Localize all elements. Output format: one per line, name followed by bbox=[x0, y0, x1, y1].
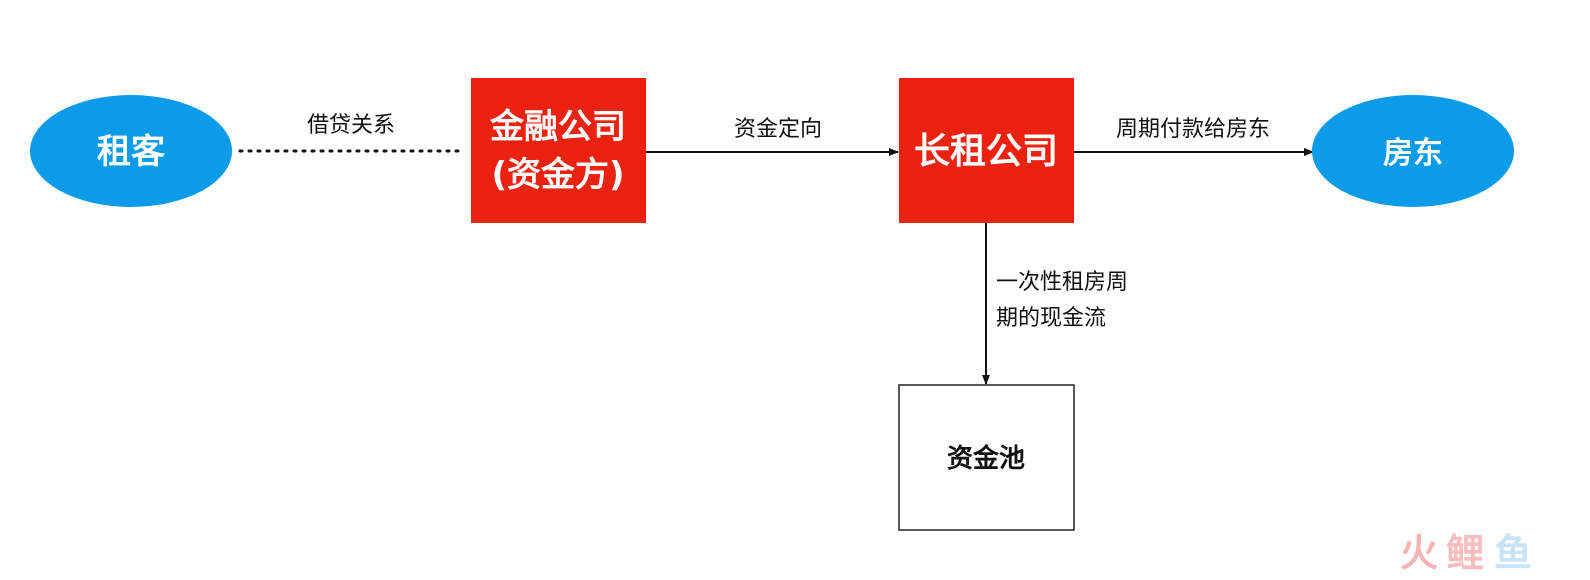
watermark-char-1: 火 bbox=[1400, 531, 1438, 575]
edge-longrent-landlord: 周期付款给房东 bbox=[1074, 117, 1314, 156]
watermark-char-2: 鲤 bbox=[1446, 531, 1484, 575]
watermark-logo: 火 鲤 鱼 bbox=[1400, 531, 1532, 575]
long-rent-box bbox=[899, 78, 1074, 223]
finance-label-line2: (资金方) bbox=[491, 155, 624, 195]
node-finance-company: 金融公司 (资金方) bbox=[471, 78, 646, 223]
edge-label-periodic-payment: 周期付款给房东 bbox=[1116, 117, 1270, 142]
landlord-label: 房东 bbox=[1383, 136, 1443, 171]
edge-label-directed-funds: 资金定向 bbox=[734, 117, 822, 142]
node-fund-pool: 资金池 bbox=[898, 384, 1075, 531]
edge-label-cashflow-line1: 一次性租房周 bbox=[996, 270, 1128, 295]
tenant-ellipse bbox=[30, 95, 232, 207]
edge-finance-longrent: 资金定向 bbox=[646, 117, 899, 156]
node-tenant: 租客 bbox=[30, 95, 232, 207]
finance-label-line1: 金融公司 bbox=[489, 107, 626, 147]
edge-label-cashflow-line2: 期的现金流 bbox=[996, 306, 1106, 331]
tenant-label: 租客 bbox=[97, 132, 165, 172]
node-long-rent-company: 长租公司 bbox=[899, 78, 1074, 223]
node-landlord: 房东 bbox=[1312, 95, 1514, 207]
long-rent-label: 长租公司 bbox=[914, 131, 1058, 172]
fund-pool-box bbox=[898, 384, 1075, 531]
watermark-char-3: 鱼 bbox=[1494, 531, 1532, 575]
edge-longrent-pool: 一次性租房周 期的现金流 bbox=[982, 223, 1128, 385]
fund-pool-label: 资金池 bbox=[947, 443, 1025, 474]
edge-tenant-finance: 借贷关系 bbox=[238, 113, 466, 153]
landlord-ellipse bbox=[1312, 95, 1514, 207]
finance-box bbox=[471, 78, 646, 223]
edge-label-lending: 借贷关系 bbox=[307, 113, 395, 138]
